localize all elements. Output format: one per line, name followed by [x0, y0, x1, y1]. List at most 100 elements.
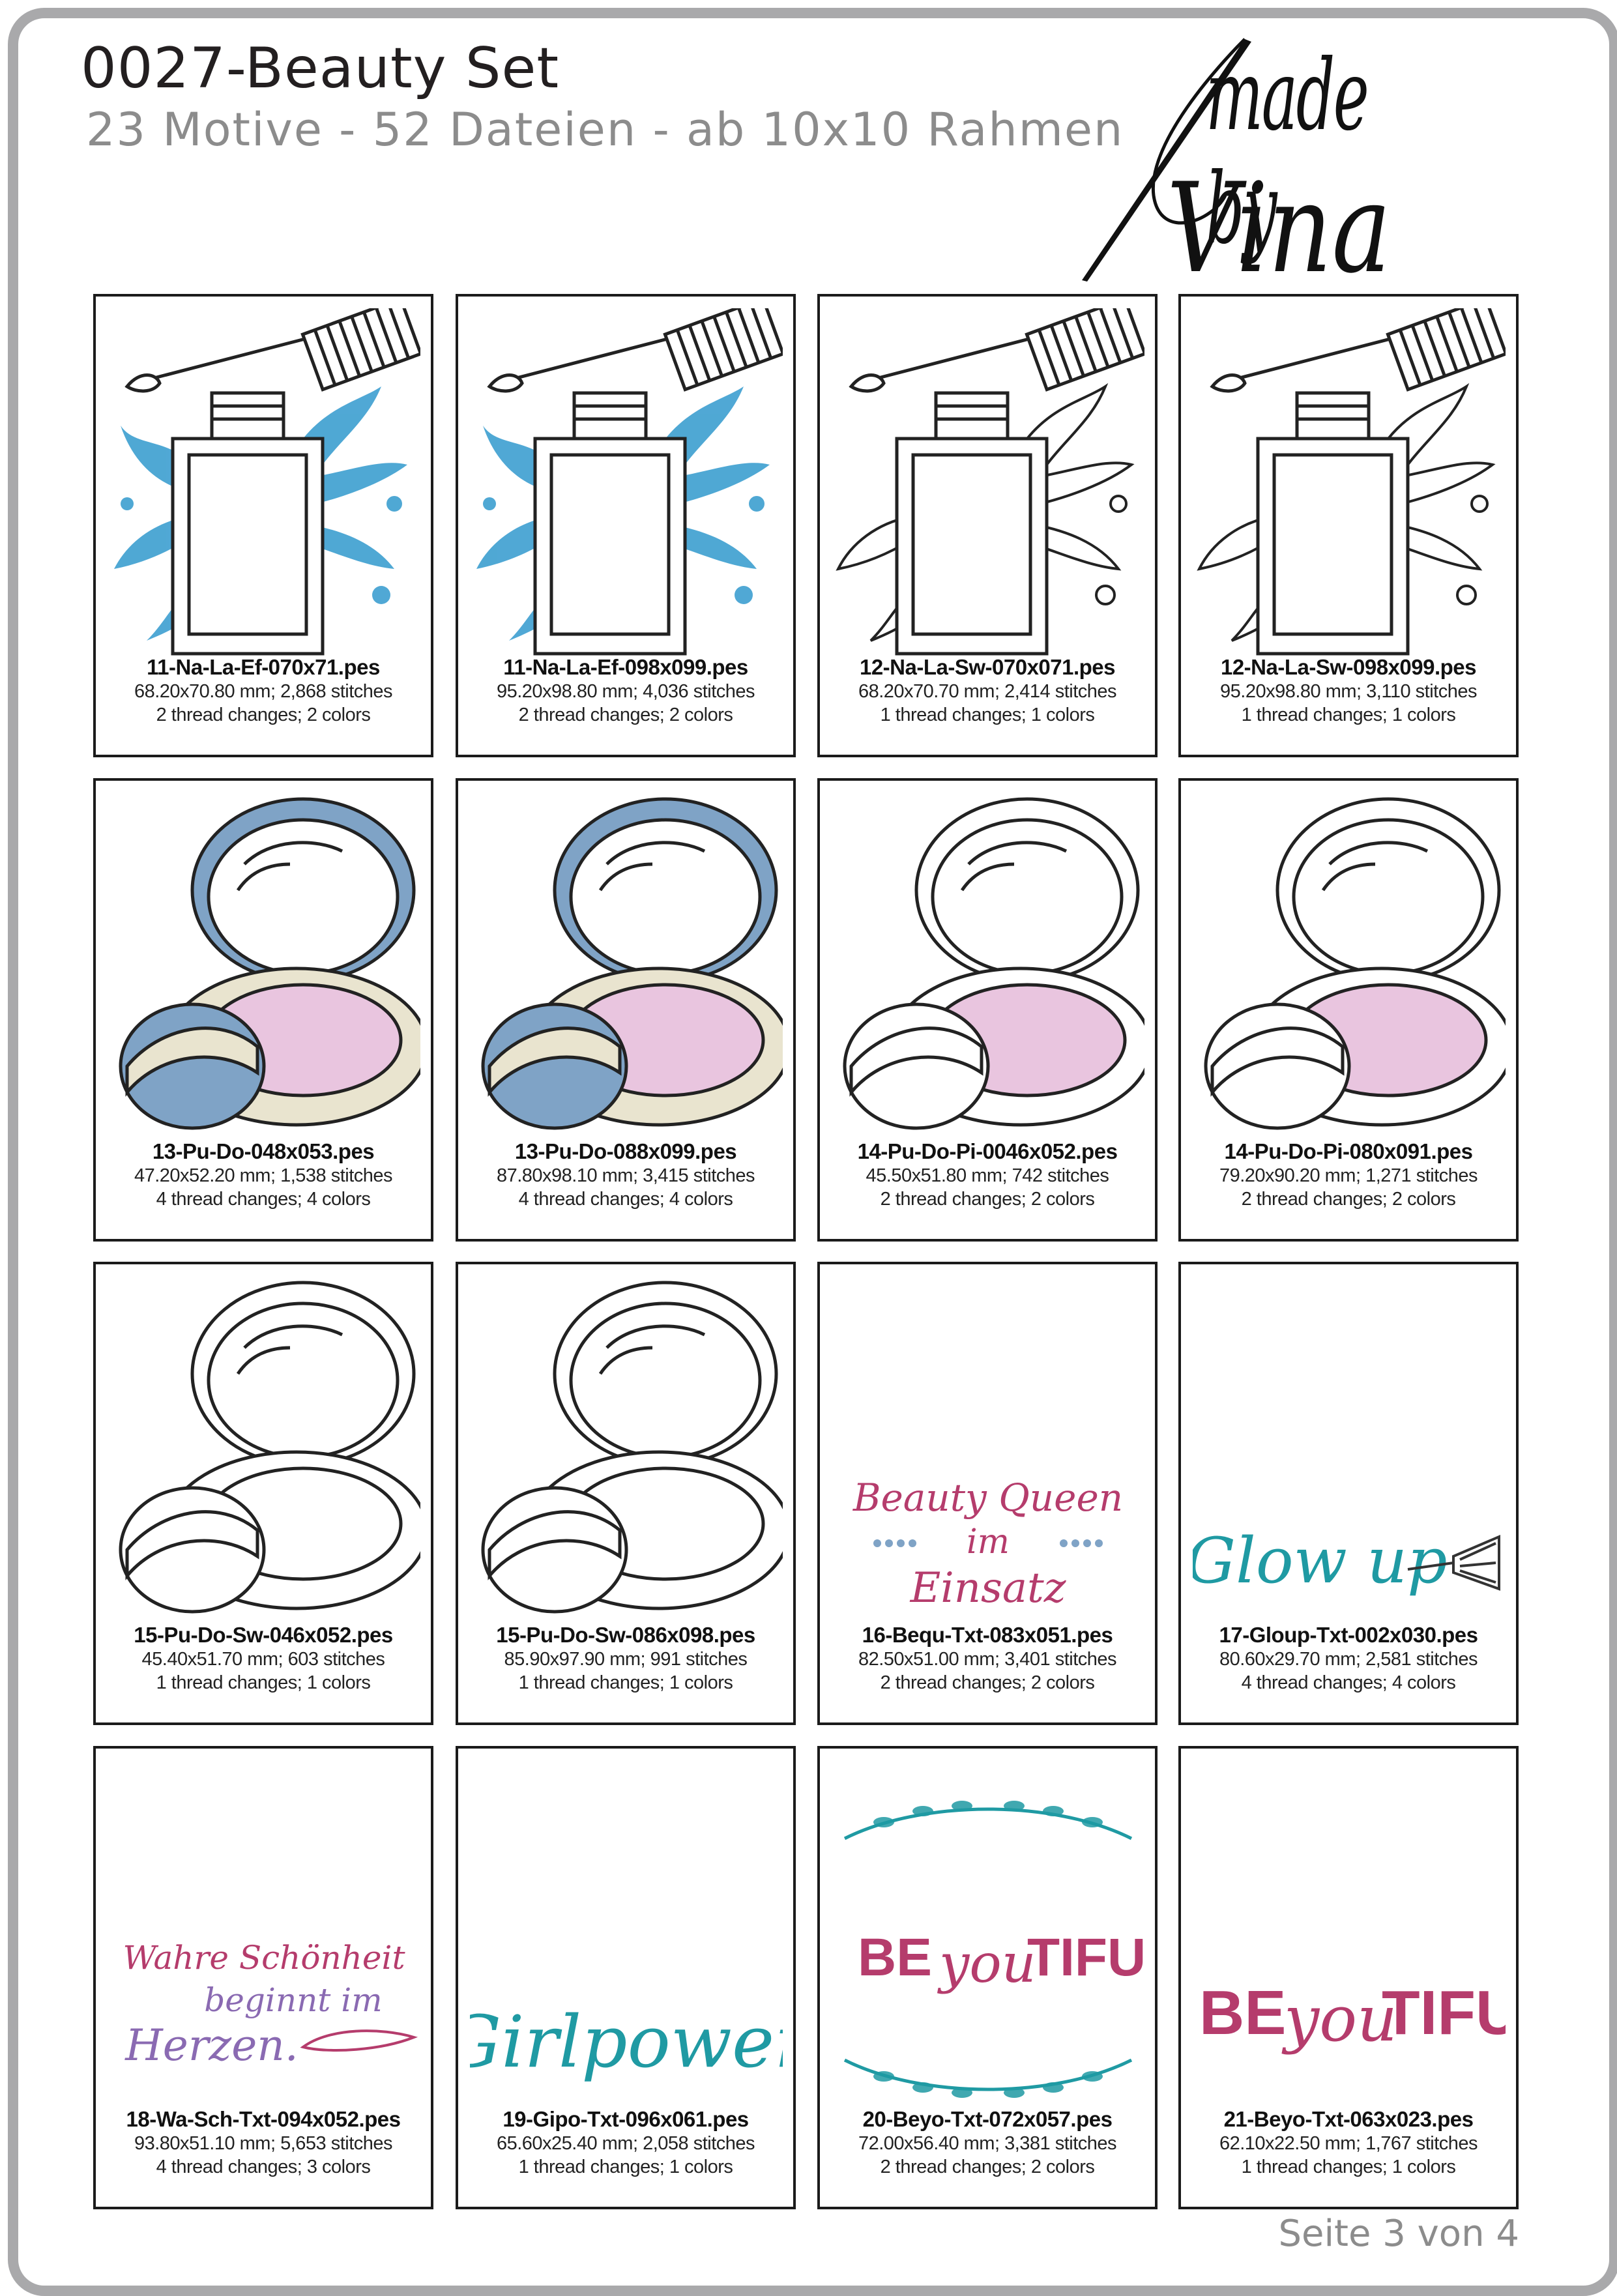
embroidery-preview	[119, 797, 420, 1130]
design-card: BEyouTIFUL 21-Beyo-Txt-063x023.pes62.10x2…	[1178, 1746, 1519, 2209]
design-dimensions: 47.20x52.20 mm; 1,538 stitches	[134, 1165, 393, 1186]
design-dimensions: 72.00x56.40 mm; 3,381 stitches	[858, 2133, 1117, 2154]
design-card: Girlpower 19-Gipo-Txt-096x061.pes65.60x25…	[456, 1746, 796, 2209]
design-threads: 2 thread changes; 2 colors	[1241, 1189, 1456, 1210]
design-filename: 11-Na-La-Ef-070x71.pes	[147, 655, 380, 679]
design-filename: 21-Beyo-Txt-063x023.pes	[1223, 2107, 1474, 2131]
embroidery-preview	[836, 308, 1144, 656]
design-filename: 12-Na-La-Sw-098x099.pes	[1220, 655, 1477, 679]
embroidery-preview	[1204, 797, 1506, 1130]
design-threads: 4 thread changes; 4 colors	[156, 1189, 371, 1210]
design-dimensions: 68.20x70.70 mm; 2,414 stitches	[858, 681, 1117, 702]
logo-vina: Vina	[1167, 156, 1391, 300]
embroidery-preview	[1197, 308, 1506, 656]
design-filename: 16-Bequ-Txt-083x051.pes	[862, 1623, 1113, 1647]
svg-text:Girlpower: Girlpower	[470, 2000, 783, 2084]
design-filename: 13-Pu-Do-048x053.pes	[152, 1139, 375, 1163]
embroidery-preview: Girlpower	[470, 2000, 783, 2084]
svg-text:BE: BE	[858, 1928, 932, 1987]
design-threads: 1 thread changes; 1 colors	[880, 705, 1095, 725]
svg-text:BE: BE	[1199, 1978, 1286, 2048]
design-dimensions: 95.20x98.80 mm; 3,110 stitches	[1220, 681, 1477, 702]
svg-text:Herzen.: Herzen.	[124, 2020, 298, 2071]
design-dimensions: 68.20x70.80 mm; 2,868 stitches	[134, 681, 393, 702]
design-threads: 2 thread changes; 2 colors	[156, 705, 371, 725]
design-dimensions: 95.20x98.80 mm; 4,036 stitches	[496, 681, 755, 702]
svg-text:beginnt im: beginnt im	[204, 1981, 382, 2019]
design-filename: 13-Pu-Do-088x099.pes	[514, 1139, 737, 1163]
page-subtitle: 23 Motive - 52 Dateien - ab 10x10 Rahmen	[86, 103, 1124, 156]
design-dimensions: 87.80x98.10 mm; 3,415 stitches	[496, 1165, 755, 1186]
svg-text:you: you	[937, 1933, 1036, 1995]
design-dimensions: 80.60x29.70 mm; 2,581 stitches	[1219, 1649, 1478, 1670]
design-threads: 4 thread changes; 4 colors	[1241, 1672, 1456, 1693]
embroidery-preview: BEyouTIFUL	[1199, 1978, 1506, 2056]
design-threads: 1 thread changes; 1 colors	[518, 1672, 733, 1693]
embroidery-preview	[843, 797, 1144, 1130]
needle-icon	[1082, 38, 1251, 282]
brand-logo: made by Vina	[1056, 26, 1525, 300]
embroidery-preview: Glow up	[1193, 1524, 1500, 1597]
svg-text:im: im	[967, 1522, 1010, 1562]
design-threads: 1 thread changes; 1 colors	[518, 2157, 733, 2177]
svg-text:TIFUL: TIFUL	[1027, 1928, 1144, 1987]
embroidery-preview	[481, 1281, 783, 1614]
design-filename: 15-Pu-Do-Sw-086x098.pes	[496, 1623, 755, 1647]
design-threads: 4 thread changes; 3 colors	[156, 2157, 371, 2177]
design-filename: 14-Pu-Do-Pi-0046x052.pes	[857, 1139, 1118, 1163]
design-threads: 1 thread changes; 1 colors	[156, 1672, 371, 1693]
page-title: 0027-Beauty Set	[81, 36, 560, 101]
design-filename: 15-Pu-Do-Sw-046x052.pes	[134, 1623, 393, 1647]
design-threads: 1 thread changes; 1 colors	[1241, 705, 1456, 725]
design-threads: 1 thread changes; 1 colors	[1241, 2157, 1456, 2177]
design-dimensions: 93.80x51.10 mm; 5,653 stitches	[134, 2133, 393, 2154]
design-filename: 12-Na-La-Sw-070x071.pes	[859, 655, 1116, 679]
design-filename: 18-Wa-Sch-Txt-094x052.pes	[126, 2107, 401, 2131]
design-dimensions: 65.60x25.40 mm; 2,058 stitches	[496, 2133, 755, 2154]
svg-text:Beauty Queen: Beauty Queen	[852, 1475, 1123, 1520]
svg-text:Einsatz: Einsatz	[910, 1564, 1067, 1612]
design-dimensions: 85.90x97.90 mm; 991 stitches	[504, 1649, 748, 1670]
design-filename: 14-Pu-Do-Pi-080x091.pes	[1224, 1139, 1473, 1163]
embroidery-preview	[476, 308, 783, 656]
design-threads: 2 thread changes; 2 colors	[880, 1189, 1095, 1210]
design-filename: 19-Gipo-Txt-096x061.pes	[503, 2107, 749, 2131]
logo-made-by: made by	[1206, 39, 1369, 266]
svg-text:TIFUL: TIFUL	[1382, 1978, 1506, 2048]
design-threads: 2 thread changes; 2 colors	[518, 705, 733, 725]
design-dimensions: 62.10x22.50 mm; 1,767 stitches	[1219, 2133, 1478, 2154]
page-number: Seite 3 von 4	[1278, 2213, 1519, 2255]
embroidery-preview: BEyouTIFUL	[843, 1801, 1144, 2098]
design-dimensions: 45.40x51.70 mm; 603 stitches	[141, 1649, 385, 1670]
design-dimensions: 79.20x90.20 mm; 1,271 stitches	[1219, 1165, 1478, 1186]
design-dimensions: 45.50x51.80 mm; 742 stitches	[866, 1165, 1109, 1186]
design-card: BEyouTIFUL 20-Beyo-Txt-072x057.pes72.00x5…	[817, 1746, 1158, 2209]
svg-text:Glow up: Glow up	[1193, 1524, 1448, 1597]
design-threads: 2 thread changes; 2 colors	[880, 2157, 1095, 2177]
